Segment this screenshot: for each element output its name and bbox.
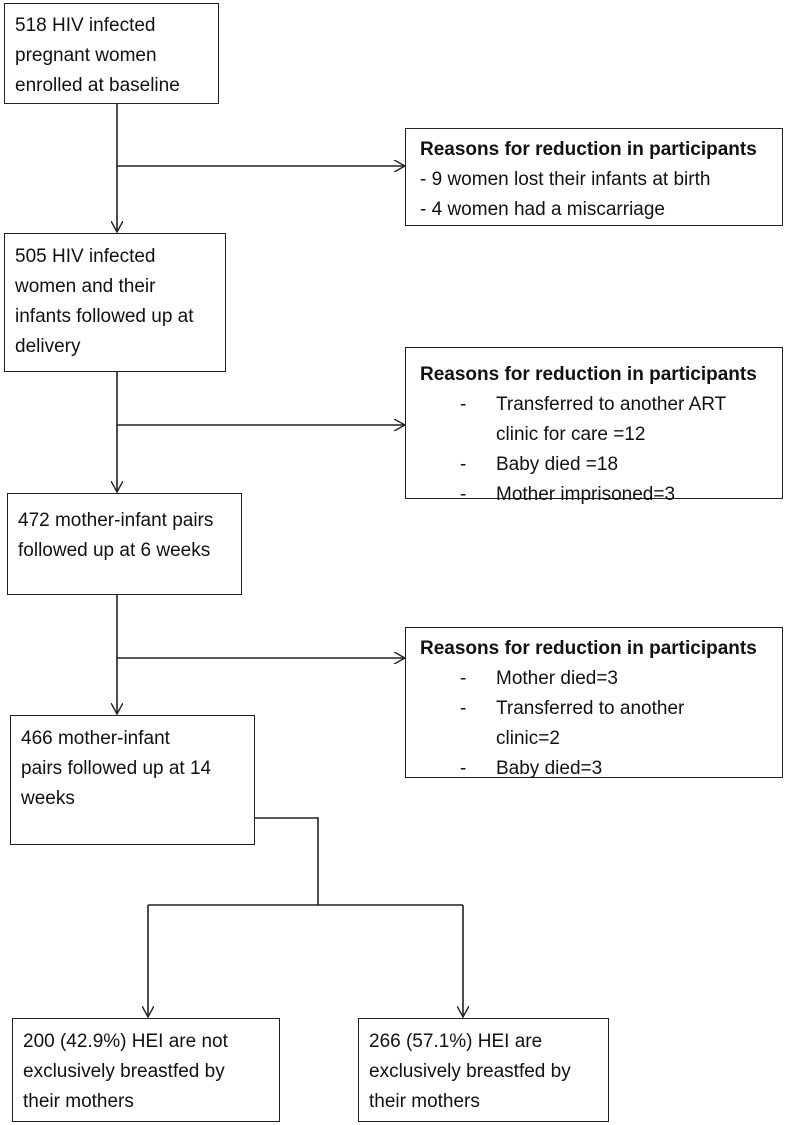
reasons-list: - Transferred to another ART clinic for … [420, 390, 772, 510]
exclusive-box: 266 (57.1%) HEI are exclusively breastfe… [358, 1018, 609, 1122]
list-dash: - [460, 454, 467, 475]
reasons-list: - Mother died=3 - Transferred to another… [420, 664, 772, 784]
reasons-box-2: Reasons for reduction in participants - … [405, 347, 783, 505]
delivery-box: 505 HIV infected women and their infants… [4, 233, 226, 372]
reason-item: - Baby died=3 [420, 754, 772, 784]
reason-text: clinic=2 [496, 728, 560, 749]
baseline-box: 518 HIV infected pregnant women enrolled… [4, 3, 219, 104]
exclusive-line: exclusively breastfed by [369, 1061, 571, 1082]
reason-text: Baby died=3 [496, 758, 603, 779]
reason-item: - Transferred to another clinic=2 [420, 694, 772, 754]
list-dash: - [460, 394, 467, 415]
list-dash: - [460, 698, 467, 719]
reasons-box-1: Reasons for reduction in participants - … [405, 128, 783, 226]
not-exclusive-line: 200 (42.9%) HEI are not [23, 1031, 228, 1052]
week14-line: weeks [21, 788, 75, 809]
reasons-heading: Reasons for reduction in participants [420, 139, 757, 160]
connector-week14-to-split [255, 817, 319, 905]
not-exclusive-line: their mothers [23, 1091, 134, 1112]
exclusive-line: 266 (57.1%) HEI are [369, 1031, 543, 1052]
list-dash: - [460, 484, 467, 505]
baseline-line: pregnant women [15, 45, 157, 66]
list-dash: - [460, 668, 467, 689]
not-exclusive-box: 200 (42.9%) HEI are not exclusively brea… [12, 1018, 280, 1122]
reasons-heading: Reasons for reduction in participants [420, 638, 757, 659]
reasons-heading: Reasons for reduction in participants [420, 364, 757, 385]
delivery-line: infants followed up at [15, 306, 194, 327]
reason-text: clinic for care =12 [496, 424, 646, 445]
week14-line: pairs followed up at 14 [21, 758, 212, 779]
reason-item: - Mother imprisoned=3 [420, 480, 772, 510]
reason-item: - Transferred to another ART clinic for … [420, 390, 772, 450]
delivery-line: women and their [15, 276, 156, 297]
baseline-line: 518 HIV infected [15, 15, 156, 36]
list-dash: - [460, 758, 467, 779]
week14-box: 466 mother-infant pairs followed up at 1… [10, 715, 255, 845]
reason-text: Transferred to another [496, 698, 685, 719]
week6-box: 472 mother-infant pairs followed up at 6… [7, 493, 242, 595]
reason-text: Mother imprisoned=3 [496, 484, 676, 505]
reason-item: - 9 women lost their infants at birth [420, 169, 711, 190]
baseline-line: enrolled at baseline [15, 75, 180, 96]
reason-text: Baby died =18 [496, 454, 619, 475]
reason-item: - Baby died =18 [420, 450, 772, 480]
reason-text: Transferred to another ART [496, 394, 727, 415]
week6-line: followed up at 6 weeks [18, 540, 211, 561]
exclusive-line: their mothers [369, 1091, 480, 1112]
not-exclusive-line: exclusively breastfed by [23, 1061, 225, 1082]
reason-item: - Mother died=3 [420, 664, 772, 694]
reasons-box-3: Reasons for reduction in participants - … [405, 627, 783, 779]
week6-line: 472 mother-infant pairs [18, 510, 214, 531]
delivery-line: delivery [15, 336, 81, 357]
reason-text: Mother died=3 [496, 668, 618, 689]
reason-item: - 4 women had a miscarriage [420, 199, 665, 220]
delivery-line: 505 HIV infected [15, 246, 156, 267]
week14-line: 466 mother-infant [21, 728, 170, 749]
